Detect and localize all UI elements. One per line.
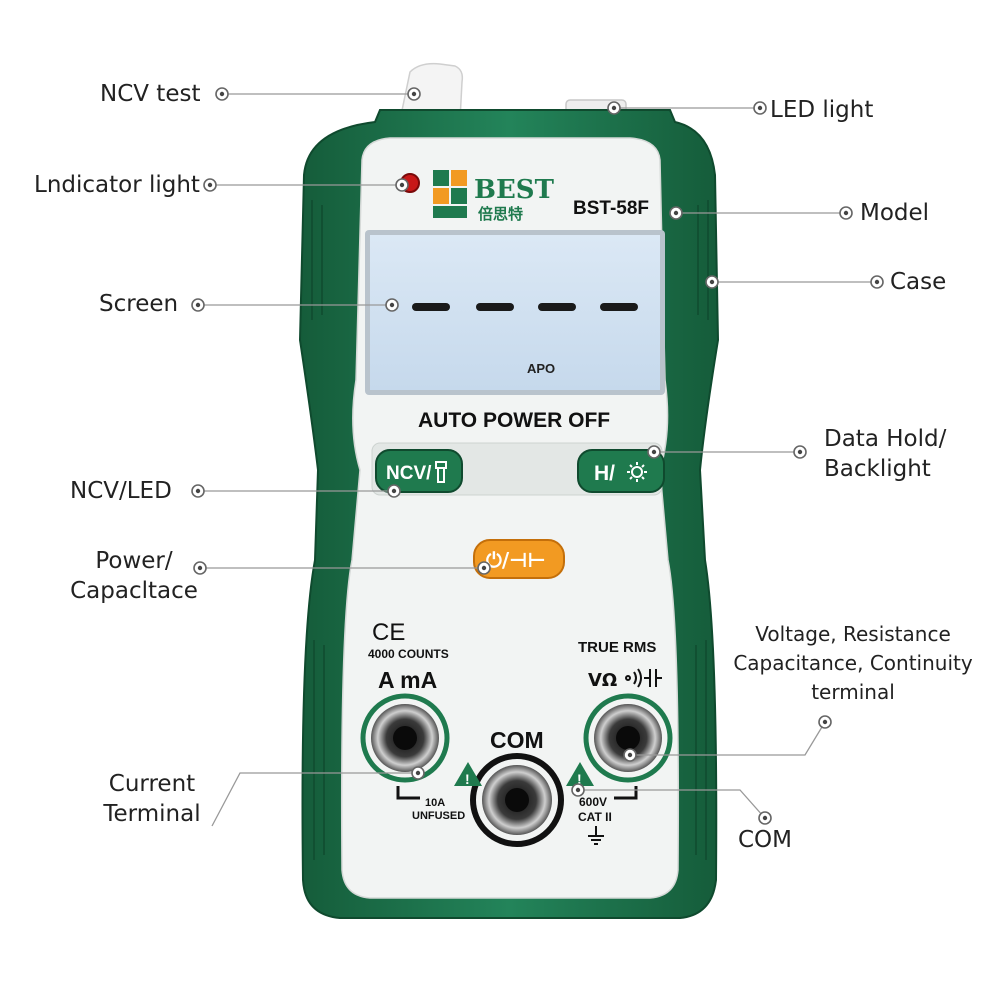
ncv-tip <box>399 62 464 121</box>
grip-ridges <box>311 200 709 860</box>
callout-data-hold-line1: Data Hold/ <box>824 426 947 452</box>
callout-voltage-line1: Voltage, Resistance <box>755 622 951 646</box>
com-label: COM <box>490 727 544 753</box>
callout-voltage-terminal: Voltage, Resistance Capacitance, Continu… <box>722 620 984 707</box>
svg-text:!: ! <box>577 771 582 787</box>
sun-icon <box>627 462 647 482</box>
callout-voltage-line2: Capacitance, Continuity <box>733 651 973 675</box>
callout-power-capacitance: Power/ Capacltace <box>68 546 200 606</box>
leader-lines <box>200 93 875 827</box>
voltage-terminal-hole <box>616 726 640 750</box>
callout-power-line1: Power/ <box>95 548 173 574</box>
auto-power-off-label: AUTO POWER OFF <box>418 409 610 432</box>
cat-rating-line2: CAT II <box>578 810 612 824</box>
svg-text:!: ! <box>465 771 470 787</box>
ncv-button-label: NCV/ <box>386 463 432 484</box>
callout-current-terminal: Current Terminal <box>96 769 208 829</box>
callout-model: Model <box>860 200 930 226</box>
callout-voltage-line3: terminal <box>811 680 895 704</box>
callout-screen: Screen <box>99 291 179 317</box>
callout-ncv-led: NCV/LED <box>70 478 172 504</box>
brand-logo <box>433 170 467 218</box>
voltage-terminal-ring <box>583 693 673 783</box>
hold-button-label: H/ <box>594 462 615 485</box>
callout-ncv-test: NCV test <box>100 81 201 107</box>
power-capacitance-button[interactable] <box>473 539 565 579</box>
true-rms-label: TRUE RMS <box>578 639 656 656</box>
callout-led-light: LED light <box>770 97 874 123</box>
apo-indicator: APO <box>527 361 555 376</box>
com-terminal-ring <box>470 753 564 847</box>
current-terminal-hole <box>393 726 417 750</box>
leader-dots <box>191 87 884 825</box>
callout-data-hold-line2: Backlight <box>824 456 931 482</box>
ce-mark: CE <box>372 619 405 646</box>
brand-chinese: 倍思特 <box>478 205 523 223</box>
flashlight-icon <box>435 461 447 483</box>
current-range-label: A mA <box>378 667 437 693</box>
continuity-capacitance-symbols <box>625 668 662 688</box>
warning-triangle-icon: ! ! <box>454 762 594 787</box>
power-button-label: ⏻/⊣⊢ <box>486 548 546 572</box>
counts-label: 4000 COUNTS <box>368 647 449 661</box>
callout-indicator-light: Lndicator light <box>34 172 200 198</box>
cat-rating-line1: 600V <box>579 795 607 809</box>
voltage-range-label: VΩ <box>588 670 617 691</box>
callout-data-hold-backlight: Data Hold/ Backlight <box>824 424 946 484</box>
current-terminal-ring <box>360 693 450 783</box>
leader-dot-centers <box>195 91 880 821</box>
hold-backlight-button[interactable] <box>577 449 665 493</box>
callout-current-line1: Current <box>108 771 196 797</box>
callout-com: COM <box>738 827 793 853</box>
callout-current-line2: Terminal <box>103 801 201 827</box>
com-terminal-hole <box>505 788 529 812</box>
model-label: BST-58F <box>573 198 649 219</box>
brand-name: BEST <box>474 175 555 205</box>
lcd-screen <box>370 235 660 390</box>
callout-case: Case <box>890 269 947 295</box>
fuse-rating-line1: 10A <box>425 797 445 809</box>
callout-power-line2: Capacltace <box>70 578 198 604</box>
fuse-rating-line2: UNFUSED <box>412 810 465 822</box>
lcd-segments <box>412 303 638 311</box>
ground-icon <box>588 826 604 845</box>
